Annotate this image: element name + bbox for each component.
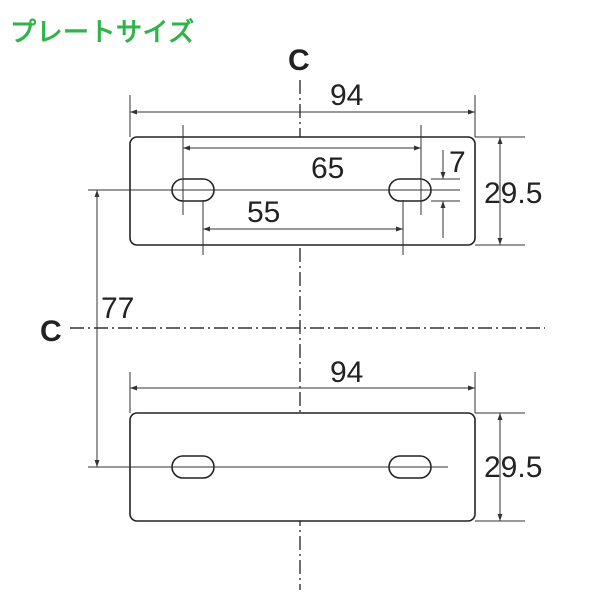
center-label-left: C <box>40 315 62 348</box>
top-width-label: 94 <box>330 79 363 112</box>
slot-width-label: 7 <box>449 146 466 179</box>
top-plate <box>129 136 476 246</box>
hole-outer-label: 65 <box>311 152 344 185</box>
bottom-height-label: 29.5 <box>484 451 542 484</box>
top-height-label: 29.5 <box>484 177 542 210</box>
page-title: プレートサイズ <box>10 18 195 48</box>
hole-inner-label: 55 <box>247 196 280 229</box>
center-label-top: C <box>288 44 310 77</box>
bottom-width-label: 94 <box>330 356 363 389</box>
vertical-distance-label: 77 <box>101 292 134 325</box>
